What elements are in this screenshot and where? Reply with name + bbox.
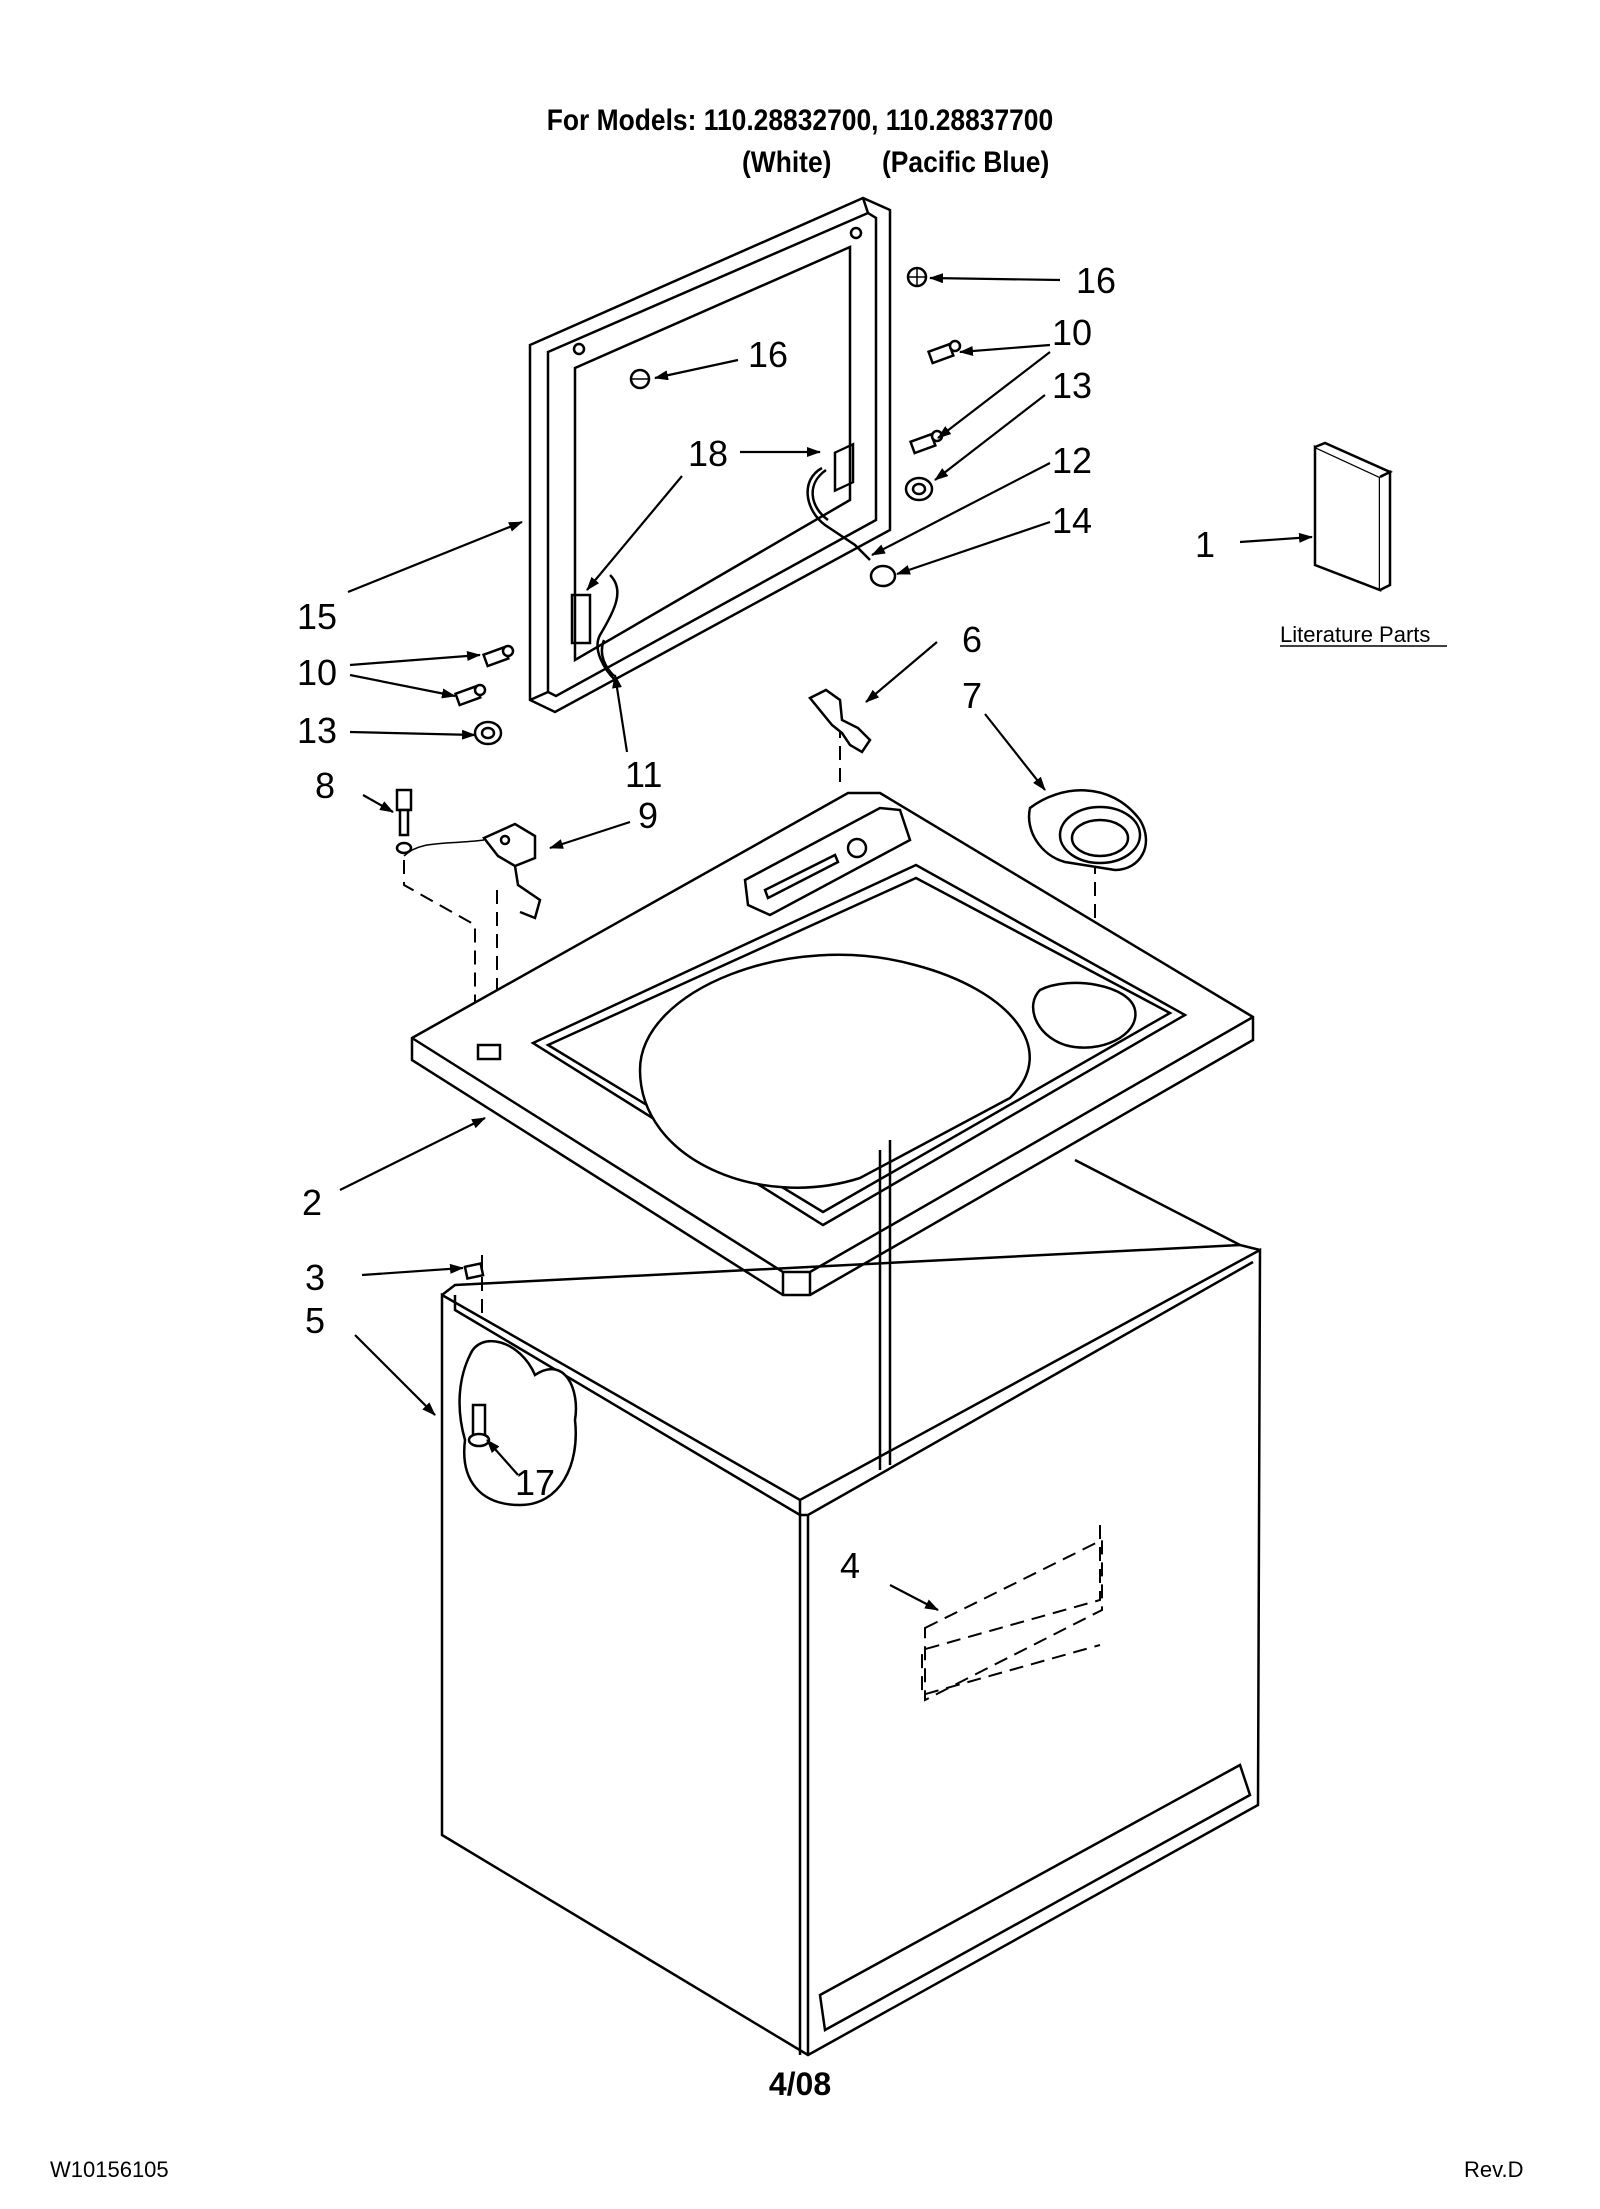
callout-9: 9 [638,795,658,836]
dispenser-7 [1027,789,1148,872]
callout-16-top: 16 [1076,260,1116,301]
literature-book-icon [1313,441,1393,592]
callout-5: 5 [305,1300,325,1341]
leader-arrows [339,273,1313,1611]
callout-13-left: 13 [297,710,337,751]
document-number: W10156105 [50,2157,169,2182]
hinge-clip-6 [808,688,872,754]
label-4-outline [924,1538,1103,1702]
callout-10-left: 10 [297,652,337,693]
callout-12: 12 [1052,440,1092,481]
screw-10-lower-left [453,683,487,707]
diagram-title: For Models: 110.28832700, 110.28837700 [546,104,1054,137]
bumper-16-inner [629,368,651,390]
cabinet [440,1140,1262,2057]
callout-4: 4 [840,1545,860,1586]
lid-assembly [528,196,892,714]
callout-13-right: 13 [1052,365,1092,406]
screw-10-upper-left [481,644,515,668]
variant-blue-label: (Pacific Blue) [882,146,1050,179]
screw-8 [395,788,413,855]
callout-16-lid: 16 [748,334,788,375]
callout-18: 18 [688,433,728,474]
bumper-13-right [904,476,934,502]
revision-label: Rev.D [1464,2157,1524,2182]
bumper-13-left [473,720,503,746]
callout-14: 14 [1052,500,1092,541]
screw-17 [467,1403,491,1448]
screw-10-upper-right [926,339,962,365]
callout-11: 11 [625,754,662,795]
cap-14 [869,564,897,588]
callout-8: 8 [315,765,335,806]
lid-switch [482,822,542,920]
callout-6: 6 [962,619,982,660]
lid-fasteners [453,266,962,746]
callout-17: 17 [515,1462,555,1503]
date-code: 4/08 [768,2066,832,2102]
callout-1: 1 [1195,524,1215,565]
literature-parts-label: Literature Parts [1280,622,1430,647]
switch-wire [403,839,485,857]
callout-2: 2 [302,1182,322,1223]
screw-10-lower-right [908,429,944,455]
top-panel [410,791,1255,1297]
callout-7: 7 [962,675,982,716]
callout-3: 3 [305,1257,325,1298]
lid-hinge-and-wire [570,442,871,681]
variant-white-label: (White) [742,146,832,179]
callout-15: 15 [297,596,337,637]
bumper-16-top [906,266,928,288]
callout-10-right: 10 [1052,312,1092,353]
